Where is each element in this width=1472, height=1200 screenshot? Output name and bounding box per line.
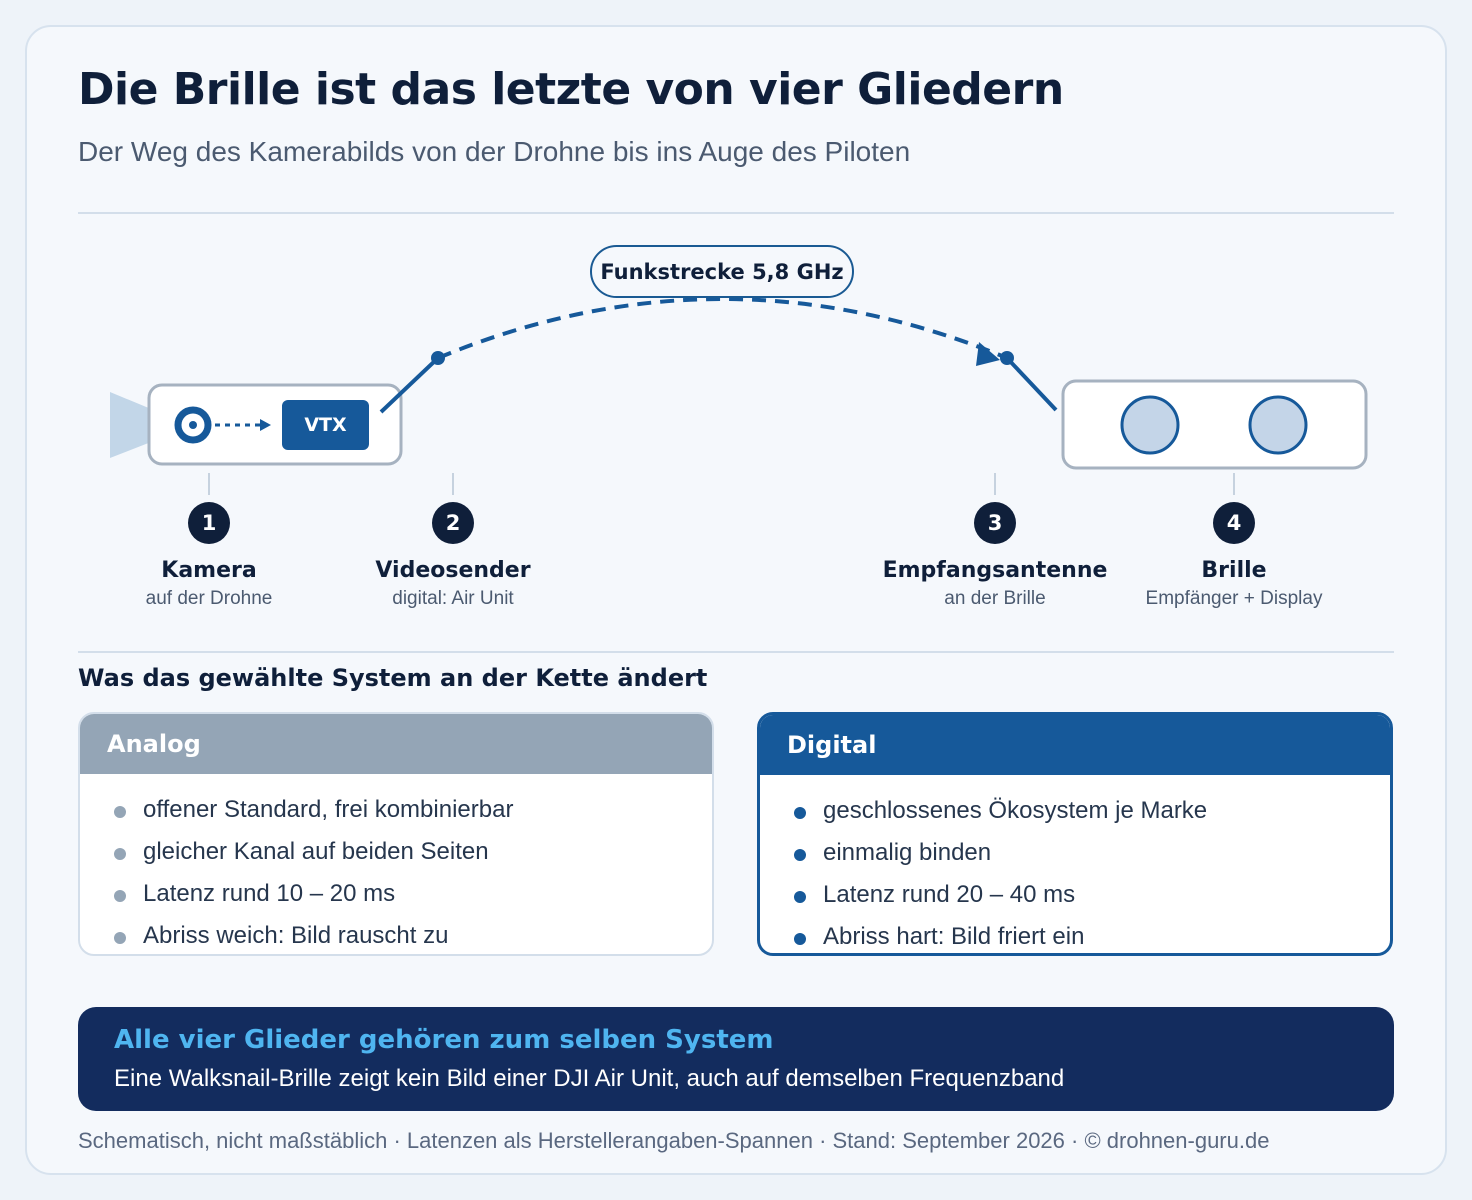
radio-link-label: Funkstrecke 5,8 GHz <box>590 245 854 298</box>
step-transmitter: 2 Videosender digital: Air Unit <box>323 502 583 610</box>
list-item: geschlossenes Ökosystem je Marke <box>794 797 1390 839</box>
bullet-icon <box>114 806 126 818</box>
radio-arrowhead-icon <box>976 342 1000 366</box>
signal-chain-diagram <box>110 297 1368 495</box>
digital-panel: Digital geschlossenes Ökosystem je Marke… <box>757 712 1393 956</box>
step-camera: 1 Kamera auf der Drohne <box>79 502 339 610</box>
step-goggles: 4 Brille Empfänger + Display <box>1104 502 1364 610</box>
step-receive-antenna: 3 Empfangsantenne an der Brille <box>865 502 1125 610</box>
list-item: einmalig binden <box>794 839 1390 881</box>
list-item: offener Standard, frei kombinierbar <box>114 796 712 838</box>
step-number-badge: 4 <box>1213 502 1255 544</box>
list-item: gleicher Kanal auf beiden Seiten <box>114 838 712 880</box>
step-name: Empfangsantenne <box>882 558 1108 583</box>
bullet-icon <box>794 807 806 819</box>
receive-antenna <box>1005 356 1058 412</box>
step-name: Brille <box>1201 558 1267 583</box>
divider-top <box>78 212 1394 214</box>
bullet-icon <box>114 932 126 944</box>
key-message-banner: Alle vier Glieder gehören zum selben Sys… <box>78 1007 1394 1111</box>
step-name: Videosender <box>375 558 531 583</box>
goggles-lens-right-icon <box>1248 395 1308 455</box>
analog-list: offener Standard, frei kombinierbar glei… <box>80 774 712 954</box>
bullet-icon <box>114 848 126 860</box>
analog-panel: Analog offener Standard, frei kombinierb… <box>78 712 714 956</box>
step-name: Kamera <box>161 558 257 583</box>
radio-link-arc <box>437 297 1008 360</box>
goggles-lens-left-icon <box>1120 395 1180 455</box>
bullet-icon <box>794 891 806 903</box>
step-number-badge: 1 <box>188 502 230 544</box>
digital-panel-title: Digital <box>760 715 1390 775</box>
goggles-box <box>1061 379 1368 470</box>
list-item: Latenz rund 10 – 20 ms <box>114 880 712 922</box>
bullet-icon <box>794 849 806 861</box>
comparison-heading: Was das gewählte System an der Kette änd… <box>78 664 708 692</box>
transmit-antenna <box>379 356 440 414</box>
analog-panel-title: Analog <box>80 714 712 774</box>
bullet-icon <box>114 890 126 902</box>
list-item: Abriss hart: Bild friert ein <box>794 923 1390 953</box>
step-description: digital: Air Unit <box>392 588 514 609</box>
step-number-badge: 2 <box>432 502 474 544</box>
banner-text: Eine Walksnail-Brille zeigt kein Bild ei… <box>114 1065 1065 1092</box>
banner-title: Alle vier Glieder gehören zum selben Sys… <box>114 1025 774 1055</box>
vtx-label: VTX <box>304 414 347 436</box>
infographic-card <box>25 25 1447 1175</box>
step-description: Empfänger + Display <box>1145 588 1323 609</box>
divider-middle <box>78 651 1394 653</box>
vtx-module <box>282 400 369 450</box>
list-item: Abriss weich: Bild rauscht zu <box>114 922 712 954</box>
page-title: Die Brille ist das letzte von vier Glied… <box>78 64 1064 115</box>
bullet-icon <box>794 933 806 945</box>
footer-note: Schematisch, nicht maßstäblich · Latenze… <box>78 1128 1270 1153</box>
list-item: Latenz rund 20 – 40 ms <box>794 881 1390 923</box>
step-description: an der Brille <box>944 588 1046 609</box>
step-number-badge: 3 <box>974 502 1016 544</box>
step-description: auf der Drohne <box>145 588 273 609</box>
page-subtitle: Der Weg des Kamerabilds von der Drohne b… <box>78 136 911 167</box>
digital-list: geschlossenes Ökosystem je Marke einmali… <box>760 775 1390 953</box>
